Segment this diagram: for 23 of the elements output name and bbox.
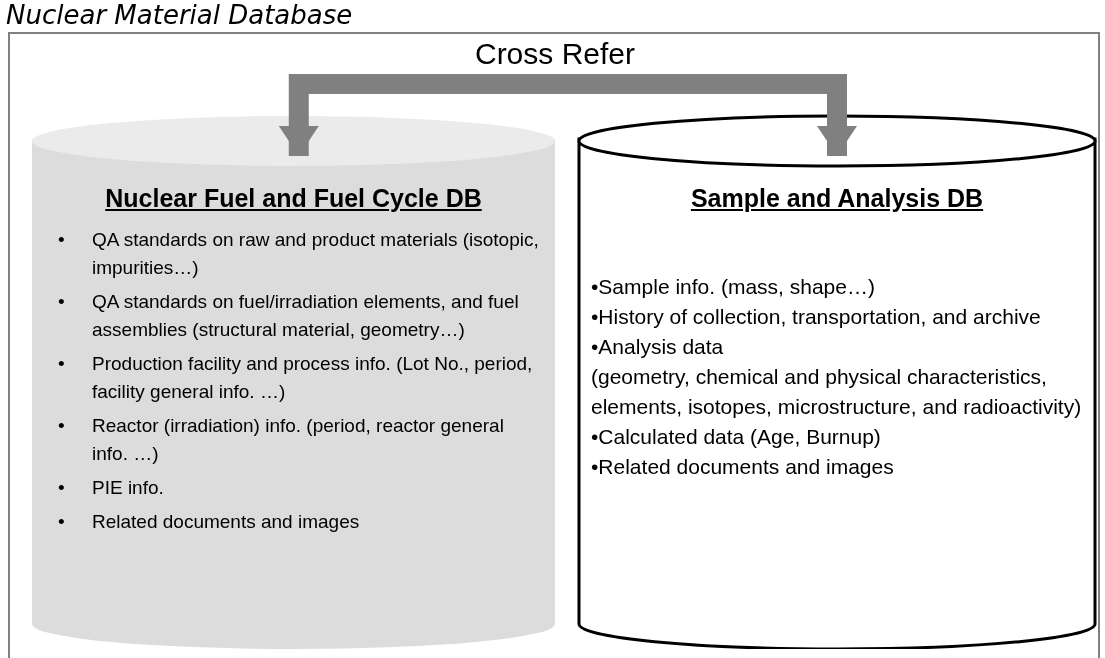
list-item: •History of collection, transportation, and archive — [591, 304, 1042, 330]
bullet: • — [58, 228, 66, 252]
list-item: Related documents and images — [92, 510, 361, 534]
list-item: •Analysis data — [591, 334, 725, 360]
bullet: • — [58, 290, 66, 314]
list-item: QA standards on raw and product materials (isotopic, impurities…) — [92, 228, 540, 280]
list-item: •Sample info. (mass, shape…) — [591, 274, 876, 300]
list-item: Reactor (irradiation) info. (period, reactor general info. …) — [92, 414, 505, 466]
list-item: PIE info. — [92, 476, 165, 500]
list-item: QA standards on fuel/irradiation elements, and fuel assemblies (structural material, geometry…) — [92, 290, 520, 342]
database-frame — [8, 32, 1100, 658]
database-heading: Sample and Analysis DB — [689, 183, 985, 214]
list-item: •Related documents and images — [591, 454, 895, 480]
list-item: Production facility and process info. (Lot No., period, facility general info. …) — [92, 352, 534, 404]
diagram-title: Nuclear Material Database — [6, 0, 353, 30]
bullet: • — [58, 414, 66, 438]
list-item: (geometry, chemical and physical characteristics, elements, isotopes, microstructure, and radioactivity) — [591, 364, 1083, 420]
bullet: • — [58, 352, 66, 376]
bullet: • — [58, 476, 66, 500]
cross-refer-label: Cross Refer — [455, 34, 655, 74]
database-heading: Nuclear Fuel and Fuel Cycle DB — [104, 183, 483, 214]
bullet: • — [58, 510, 66, 534]
list-item: •Calculated data (Age, Burnup) — [591, 424, 882, 450]
